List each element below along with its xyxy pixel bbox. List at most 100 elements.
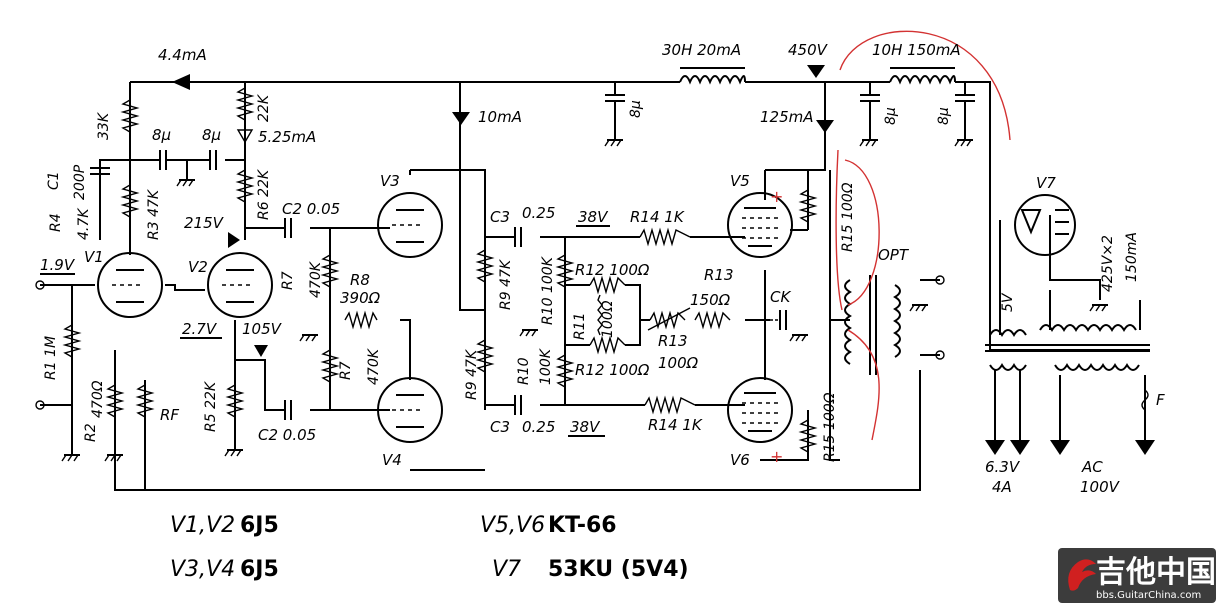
label-v5: V5 (730, 172, 750, 190)
label-heater: 6.3V (985, 458, 1021, 476)
legend-v3v4-type: 6J5 (240, 557, 279, 582)
label-r4: R4 (48, 213, 64, 232)
label-38v-top: 38V (578, 208, 609, 226)
label-choke-10h: 10H 150mA (872, 41, 961, 59)
label-2-7v: 2.7V (182, 320, 218, 338)
tubes (97, 192, 1076, 443)
label-r13-second: R13 (658, 332, 688, 350)
label-r-22k-top: 22K (256, 93, 272, 122)
label-c2-top: C2 0.05 (282, 200, 340, 218)
label-r15-bottom: R15 100Ω (822, 392, 838, 462)
label-fuse: F (1156, 391, 1165, 409)
label-r2-value: 470Ω (90, 380, 106, 418)
label-r8: R8 (350, 271, 370, 289)
label-v6: V6 (730, 451, 750, 469)
label-r11: R11 (572, 312, 588, 340)
label-r-33k: 33K (96, 111, 112, 140)
legend-v3v4-label: V3,V4 (170, 557, 235, 582)
label-c3-bottom-value: 0.25 (522, 418, 555, 436)
guitar-logo-icon (1068, 559, 1096, 591)
wiring (40, 81, 1150, 491)
label-r12-top: R12 100Ω (575, 261, 650, 279)
label-r7-top: R7 (280, 271, 296, 290)
label-current-5-25ma: 5.25mA (258, 128, 316, 146)
current-arrows (172, 65, 1155, 455)
label-r2: R2 (83, 423, 99, 442)
tube-legend: V1,V2 6J5 V3,V4 6J5 V5,V6 KT-66 V7 53KU … (170, 513, 689, 582)
label-r9-bottom: R9 47K (464, 348, 480, 400)
label-choke-30h: 30H 20mA (662, 41, 741, 59)
legend-v1v2-type: 6J5 (240, 513, 279, 538)
label-mains: AC (1081, 458, 1103, 476)
red-plus-v5: + (770, 187, 783, 206)
capacitors (90, 94, 975, 420)
magnetics (35, 67, 1150, 411)
label-mains-value: 100V (1080, 478, 1121, 496)
label-c1-value: 200P (72, 164, 88, 200)
label-r14-top: R14 1K (630, 208, 685, 226)
label-r1: R1 1M (43, 336, 59, 380)
label-c-8u-a: 8μ (152, 126, 171, 144)
label-450v: 450V (788, 41, 829, 59)
label-r7-top-value: 470K (308, 260, 324, 298)
label-v4: V4 (382, 451, 402, 469)
label-c-8u-c: 8μ (628, 100, 644, 118)
label-1-9v: 1.9V (40, 256, 76, 274)
label-v7: V7 (1036, 174, 1056, 192)
legend-v5v6-type: KT-66 (548, 513, 617, 538)
label-105v: 105V (242, 320, 283, 338)
label-r15-top: R15 100Ω (840, 182, 856, 252)
label-r9-top: R9 47K (498, 258, 514, 310)
watermark: 吉他中国 bbs.GuitarChina.com (1058, 548, 1216, 603)
label-5v: 5V (1000, 292, 1016, 312)
label-r7-bottom: R7 (338, 361, 354, 380)
label-r10-bottom: R10 (516, 357, 532, 385)
label-ht-current: 150mA (1124, 232, 1140, 282)
label-c2-bottom: C2 0.05 (258, 426, 316, 444)
label-r11-value: 100Ω (600, 300, 616, 338)
label-c3-bottom: C3 (490, 418, 510, 436)
watermark-url: bbs.GuitarChina.com (1096, 590, 1201, 601)
label-ck: CK (770, 288, 791, 306)
label-current-4-4ma: 4.4mA (158, 46, 207, 64)
voltage-underlines (40, 225, 610, 437)
grounds (61, 139, 1108, 462)
label-r12-bottom: R12 100Ω (575, 361, 650, 379)
watermark-background (1058, 548, 1216, 603)
label-r13-value: 150Ω (690, 291, 731, 309)
label-c-8u-d: 8μ (883, 107, 899, 125)
label-ht-winding: 425V×2 (1100, 235, 1116, 292)
label-heater-current: 4A (992, 478, 1012, 496)
label-r3: R3 47K (146, 188, 162, 240)
legend-v7-type: 53KU (5V4) (548, 557, 689, 582)
label-r14-bottom: R14 1K (648, 416, 703, 434)
label-c3-top: C3 (490, 208, 510, 226)
label-r13-top: R13 (704, 266, 734, 284)
label-r13-second-value: 100Ω (658, 354, 699, 372)
label-r5: R5 22K (203, 380, 219, 432)
label-215v: 215V (184, 214, 225, 232)
label-r10-top: R10 100K (540, 255, 556, 325)
label-v3: V3 (380, 172, 400, 190)
label-r7-bottom-value: 470K (366, 347, 382, 385)
label-38v-bottom: 38V (570, 418, 601, 436)
legend-v5v6-label: V5,V6 (480, 513, 545, 538)
label-c-8u-b: 8μ (202, 126, 221, 144)
red-plus-v6: + (770, 447, 783, 466)
watermark-title: 吉他中国 (1096, 555, 1216, 590)
label-r4-value: 4.7K (76, 207, 92, 240)
legend-v1v2-label: V1,V2 (170, 513, 235, 538)
label-v2: V2 (188, 258, 208, 276)
label-rf: RF (160, 406, 179, 424)
label-c-8u-e: 8μ (936, 107, 952, 125)
label-c3-top-value: 0.25 (522, 204, 555, 222)
label-current-125ma: 125mA (760, 108, 814, 126)
resistors (62, 87, 818, 453)
label-r8-value: 390Ω (340, 289, 381, 307)
label-v1: V1 (84, 248, 104, 266)
red-annotations (835, 30, 1011, 441)
label-current-10ma: 10mA (478, 108, 522, 126)
label-c1: C1 (46, 171, 62, 190)
legend-v7-label: V7 (492, 557, 521, 582)
